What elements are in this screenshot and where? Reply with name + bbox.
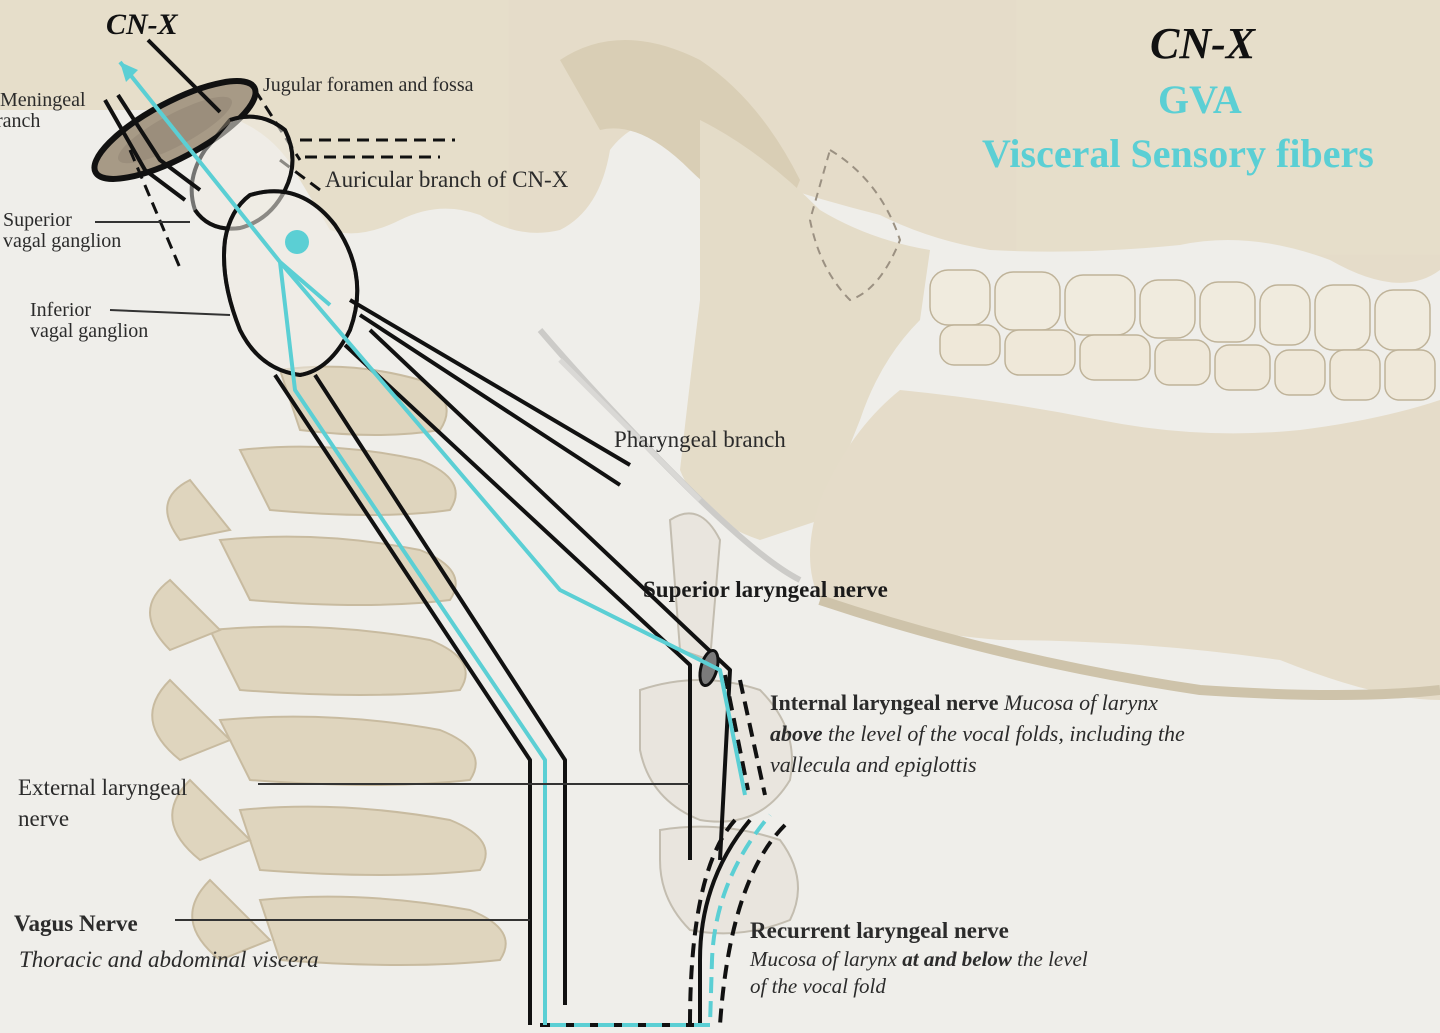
skull-illustration: [0, 0, 1440, 966]
internal-laryngeal-nerve-label: Internal laryngeal nerve Mucosa of laryn…: [770, 690, 1185, 777]
cn-x-title: CN-X: [1150, 19, 1256, 68]
leader-lines: [95, 221, 690, 921]
inferior-vagal-ganglion-label: Inferior vagal ganglion: [30, 299, 149, 342]
gva-arrowhead: [120, 62, 138, 82]
dashed-branches: [688, 674, 787, 1026]
superior-laryngeal-nerve-label: Superior laryngeal nerve: [643, 577, 888, 602]
jugular-foramen-label: Jugular foramen and fossa: [263, 74, 474, 96]
recurrent-laryngeal-nerve-label: Recurrent laryngeal nerve Mucosa of lary…: [750, 918, 1088, 999]
cn-x-pointer-line: [146, 38, 222, 114]
vagus-nerve-label: Vagus Nerve Thoracic and abdominal visce…: [14, 911, 319, 972]
gva-title: GVA: [1158, 77, 1242, 122]
visceral-sensory-title: Visceral Sensory fibers: [982, 131, 1374, 176]
meningeal-branch-label: Meningeal branch: [0, 89, 86, 132]
gva-fibers: [118, 60, 772, 1027]
auricular-branch-label: Auricular branch of CN-X: [325, 167, 569, 192]
gva-cell-body: [285, 230, 309, 254]
pharyngeal-branch-label: Pharyngeal branch: [614, 427, 786, 452]
external-laryngeal-nerve-label: External laryngeal nerve: [18, 775, 188, 832]
vagus-nerve-outline: [103, 93, 752, 1027]
superior-vagal-ganglion-label: Superior vagal ganglion: [3, 209, 122, 252]
cn-x-label-top: CN-X: [106, 8, 178, 41]
